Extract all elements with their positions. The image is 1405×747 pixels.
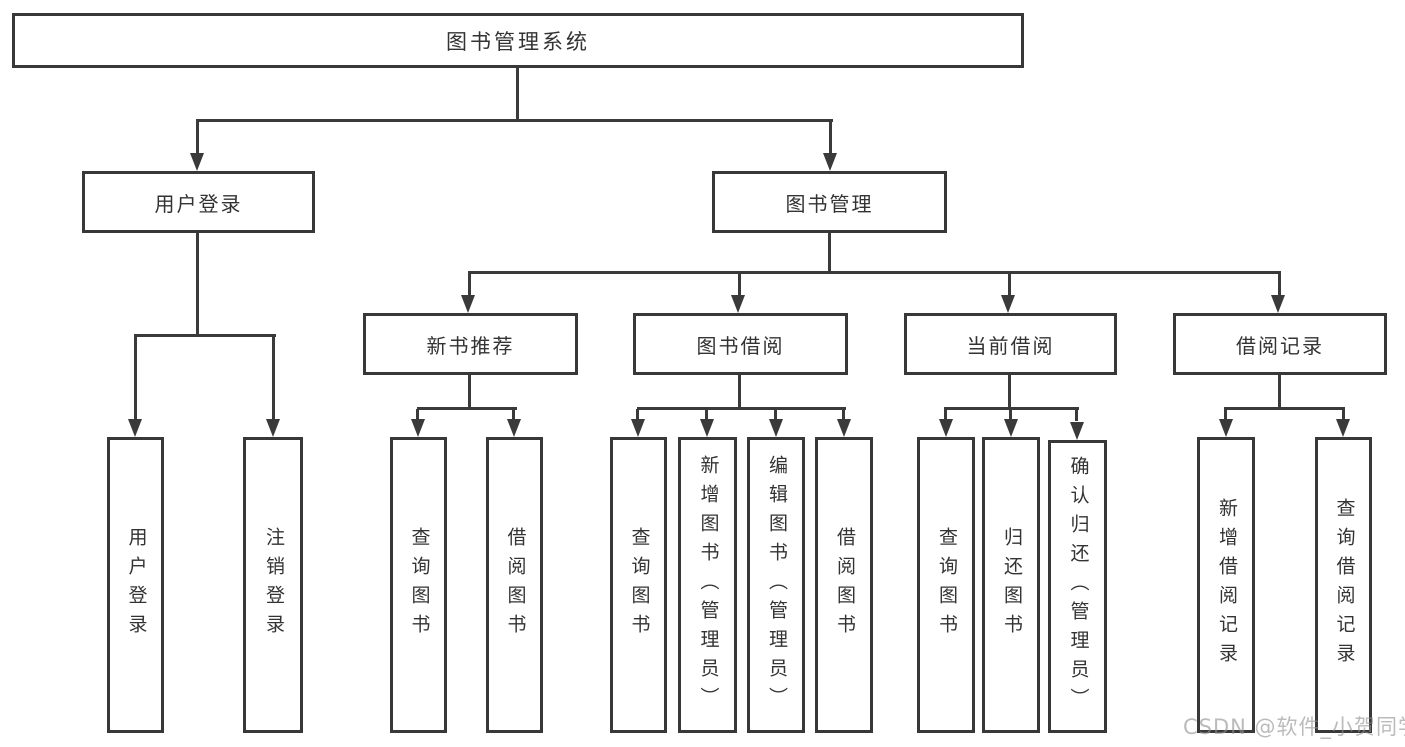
arrow-down-icon [1001,295,1015,313]
leaf-borrow-borrow: 借阅图书 [815,437,873,733]
node-label: 新增借阅记录 [1215,498,1238,672]
leaf-borrow-add-admin: 新增图书（管理员） [678,437,737,733]
connector-line [416,409,419,421]
arrow-down-icon [631,419,645,437]
arrow-down-icon [1219,419,1233,437]
arrow-down-icon [1271,295,1285,313]
node-book-borrow: 图书借阅 [633,313,848,375]
connector-line [134,336,137,420]
node-book-management: 图书管理 [712,171,947,233]
connector-line [196,121,199,155]
leaf-records-add: 新增借阅记录 [1197,437,1255,733]
arrow-down-icon [1004,419,1018,437]
connector-line [1278,375,1281,409]
arrow-down-icon [769,419,783,437]
node-label: 借阅图书 [833,527,856,643]
connector-line [738,273,741,297]
arrow-down-icon [823,153,837,171]
node-label: 确认归还（管理员） [1067,456,1090,717]
node-label: 图书管理系统 [446,29,590,54]
node-label: 当前借阅 [966,333,1055,358]
arrow-down-icon [190,153,204,171]
csdn-watermark: CSDN @软件_小贺同学 [1183,715,1405,739]
connector-line [468,271,1281,274]
arrow-down-icon [1070,422,1084,440]
connector-line [738,375,741,409]
connector-line [417,407,517,410]
leaf-borrow-query: 查询图书 [610,437,667,733]
node-label: 编辑图书（管理员） [765,454,788,716]
leaf-records-query: 查询借阅记录 [1315,437,1372,733]
connector-line [829,121,832,155]
arrow-down-icon [411,419,425,437]
node-new-book-recommend: 新书推荐 [363,313,578,375]
connector-line [1278,273,1281,297]
leaf-current-confirm-admin: 确认归还（管理员） [1048,440,1107,733]
connector-line [468,273,471,297]
connector-line [1075,409,1078,421]
node-label: 查询图书 [935,527,958,643]
node-label: 新增图书（管理员） [697,454,720,716]
leaf-borrow-edit-admin: 编辑图书（管理员） [747,437,805,733]
node-label: 查询图书 [408,527,431,643]
node-borrow-records: 借阅记录 [1173,313,1387,375]
connector-line [1342,409,1345,421]
connector-line [944,409,947,421]
arrow-down-icon [700,419,714,437]
node-label: 借阅图书 [504,527,527,643]
connector-line [1009,409,1012,421]
connector-line [134,334,276,337]
connector-line [468,375,471,409]
connector-line [196,119,833,122]
node-user-login: 用户登录 [82,171,315,233]
leaf-current-return: 归还图书 [982,437,1040,733]
node-label: 新书推荐 [426,333,515,358]
connector-line [1008,375,1011,409]
arrow-down-icon [461,295,475,313]
node-label: 归还图书 [1000,527,1023,643]
node-label: 用户登录 [154,191,243,216]
connector-line [637,407,846,410]
connector-line [705,409,708,421]
connector-line [516,68,519,121]
node-label: 图书借阅 [696,333,785,358]
arrow-down-icon [507,419,521,437]
connector-line [1224,409,1227,421]
leaf-user-login: 用户登录 [107,437,164,733]
connector-line [1224,407,1345,410]
connector-line [1008,273,1011,297]
node-label: 用户登录 [125,527,148,643]
node-current-borrow: 当前借阅 [904,313,1117,375]
leaf-newbooks-borrow: 借阅图书 [486,437,543,733]
leaf-current-query: 查询图书 [917,437,975,733]
leaf-newbooks-query: 查询图书 [390,437,447,733]
node-label: 注销登录 [262,527,285,643]
arrow-down-icon [731,295,745,313]
arrow-down-icon [1336,419,1350,437]
leaf-logout: 注销登录 [243,437,303,733]
arrow-down-icon [128,419,142,437]
node-label: 图书管理 [785,191,874,216]
connector-line [512,409,515,421]
connector-line [828,233,831,273]
node-label: 借阅记录 [1236,333,1324,358]
connector-line [272,336,275,420]
connector-line [842,409,845,421]
connector-line [196,233,199,335]
node-label: 查询图书 [628,527,651,643]
node-root: 图书管理系统 [12,13,1024,68]
connector-line [774,409,777,421]
arrow-down-icon [837,419,851,437]
connector-line [636,409,639,421]
node-label: 查询借阅记录 [1333,498,1356,672]
connector-line [944,407,1079,410]
arrow-down-icon [266,419,280,437]
arrow-down-icon [939,419,953,437]
